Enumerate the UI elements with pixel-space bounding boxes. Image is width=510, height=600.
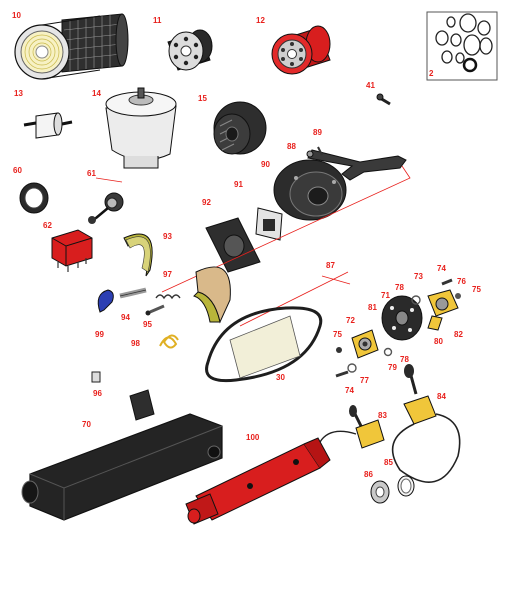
callout-71: 71	[381, 291, 390, 300]
bracket-icon[interactable]	[205, 217, 261, 273]
air-filter-icon[interactable]	[14, 13, 129, 80]
callout-95: 95	[143, 320, 152, 329]
callout-80: 80	[434, 337, 443, 346]
brake-lever-icon[interactable]	[306, 149, 407, 181]
callout-100: 100	[246, 433, 260, 442]
callout-85: 85	[384, 458, 393, 467]
callout-30: 30	[276, 373, 285, 382]
callout-75-upper: 75	[472, 285, 481, 294]
callout-41: 41	[366, 81, 375, 90]
callout-11: 11	[153, 16, 162, 25]
gasket-plate-icon[interactable]	[255, 207, 283, 241]
callout-75-lower: 75	[333, 330, 342, 339]
callout-72: 72	[346, 316, 355, 325]
spring-icon[interactable]	[155, 294, 181, 300]
pin-icon[interactable]	[317, 146, 323, 156]
adjuster-icon[interactable]	[145, 304, 165, 316]
callout-82: 82	[454, 330, 463, 339]
callout-78-lower: 78	[400, 355, 409, 364]
hex-bolt-icon[interactable]	[335, 278, 461, 378]
fitting-icon[interactable]	[91, 371, 101, 383]
callout-79: 79	[388, 363, 397, 372]
brake-shoe-icon[interactable]	[123, 233, 153, 277]
return-spring-icon[interactable]	[159, 334, 179, 349]
hub-assembly-icon[interactable]	[381, 295, 423, 341]
callout-14: 14	[92, 89, 101, 98]
retainer-clip-icon[interactable]	[97, 289, 114, 313]
callout-13: 13	[14, 89, 23, 98]
ignition-switch-icon[interactable]	[88, 192, 124, 224]
callout-96: 96	[93, 389, 102, 398]
callout-74-lower: 74	[345, 386, 354, 395]
callout-10: 10	[12, 11, 21, 20]
oil-filter-icon[interactable]	[167, 29, 213, 71]
muffler-icon[interactable]	[21, 389, 223, 521]
callout-88: 88	[287, 142, 296, 151]
callout-99: 99	[95, 330, 104, 339]
callout-92: 92	[202, 198, 211, 207]
callout-83: 83	[378, 411, 387, 420]
callout-62: 62	[43, 221, 52, 230]
backing-plate-icon[interactable]	[273, 159, 347, 221]
choke-control-icon[interactable]	[319, 405, 385, 449]
flange-bearing-icon[interactable]	[351, 329, 379, 359]
air-cleaner-housing-icon[interactable]	[105, 87, 177, 169]
bearing-housing-icon[interactable]	[427, 289, 459, 331]
callout-94: 94	[121, 313, 130, 322]
callout-81: 81	[368, 303, 377, 312]
callout-87: 87	[326, 261, 335, 270]
tapered-bearing-icon[interactable]	[370, 480, 390, 504]
callout-60: 60	[13, 166, 22, 175]
hydraulic-cylinder-icon[interactable]	[185, 437, 331, 525]
callout-86: 86	[364, 470, 373, 479]
callout-74-upper: 74	[437, 264, 446, 273]
bearing-race-icon[interactable]	[397, 475, 415, 497]
callout-84: 84	[437, 392, 446, 401]
leader-lines	[95, 165, 411, 327]
callout-90: 90	[261, 160, 270, 169]
hydraulic-filter-icon[interactable]	[271, 25, 331, 75]
callout-97: 97	[163, 270, 172, 279]
callout-98: 98	[131, 339, 140, 348]
seal-kit-icon[interactable]	[426, 11, 498, 81]
fuel-filter-icon[interactable]	[23, 112, 73, 139]
callout-73: 73	[414, 272, 423, 281]
pre-cleaner-icon[interactable]	[213, 101, 267, 155]
bolt-icon[interactable]	[376, 93, 391, 106]
callout-78-upper: 78	[395, 283, 404, 292]
callout-15: 15	[198, 94, 207, 103]
callout-93: 93	[163, 232, 172, 241]
throttle-control-icon[interactable]	[391, 364, 461, 483]
callout-12: 12	[256, 16, 265, 25]
callout-2: 2	[429, 69, 434, 78]
drive-belt-icon[interactable]	[205, 306, 323, 383]
callout-77: 77	[360, 376, 369, 385]
callout-91: 91	[234, 180, 243, 189]
callout-76: 76	[457, 277, 466, 286]
relay-module-icon[interactable]	[51, 229, 93, 272]
callout-70: 70	[82, 420, 91, 429]
brake-lining-icon[interactable]	[193, 266, 231, 324]
callout-61: 61	[87, 169, 96, 178]
callout-89: 89	[313, 128, 322, 137]
clevis-pin-icon[interactable]	[119, 287, 147, 299]
seal-ring-icon[interactable]	[19, 182, 49, 214]
washer-icon[interactable]	[347, 295, 421, 373]
